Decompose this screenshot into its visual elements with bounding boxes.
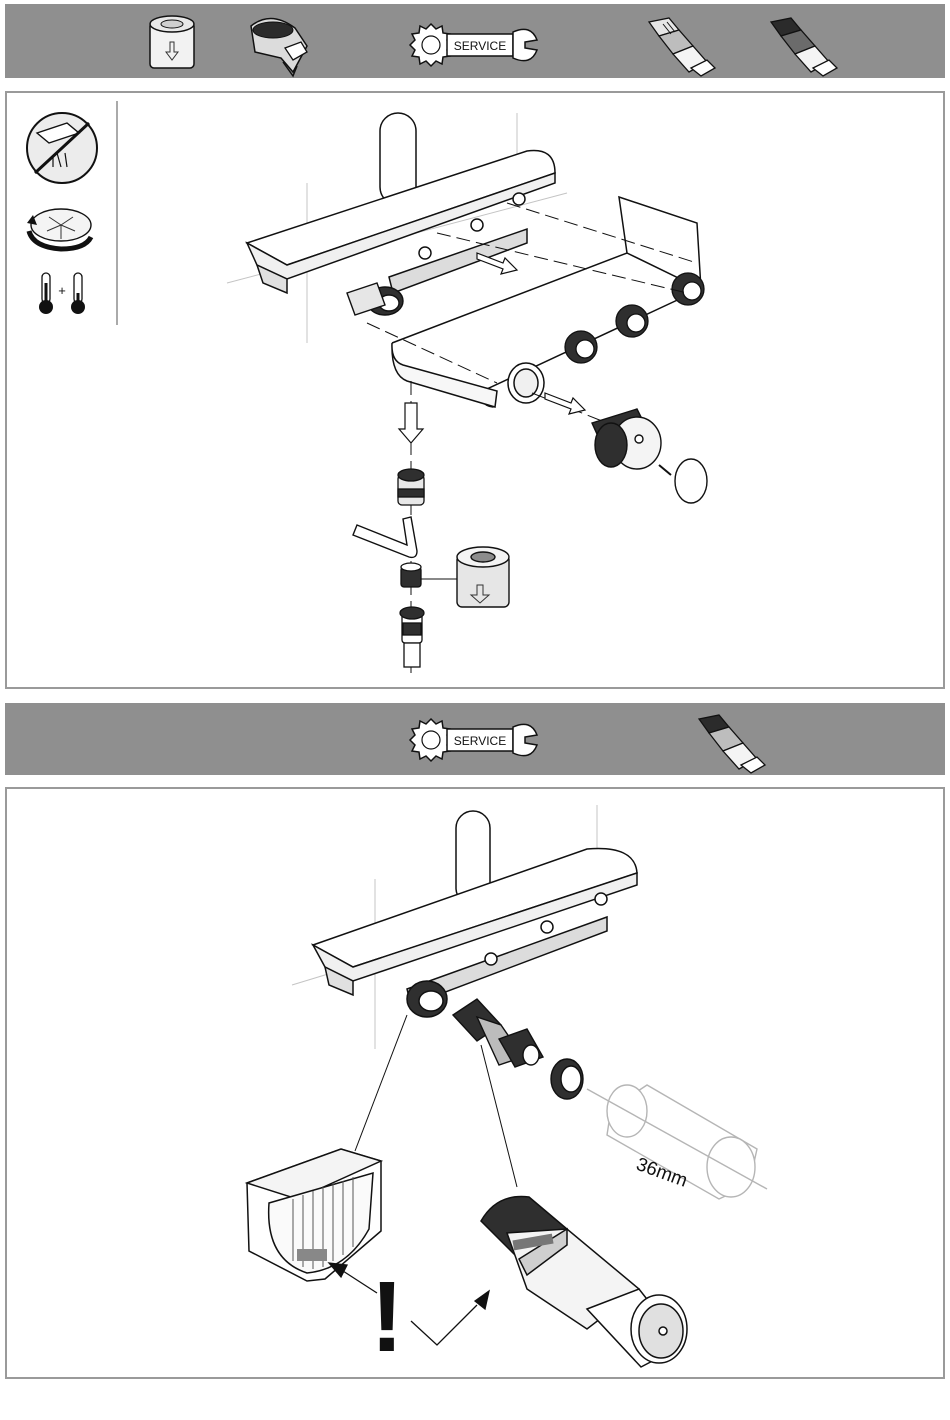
service-label: SERVICE (454, 734, 506, 748)
warning-mark: ! (370, 1261, 403, 1373)
cartridge-detail (481, 1197, 687, 1368)
shower-mixer-body (313, 811, 637, 1017)
no-water-flow-icon (27, 113, 97, 183)
strainer-icon (150, 16, 194, 68)
hex-key-tool (353, 517, 417, 557)
ring-nut (551, 1059, 583, 1099)
service-wrench-icon: SERVICE (410, 719, 537, 761)
rotate-fan-icon (27, 209, 91, 249)
thermostat-cartridge-icon (649, 18, 715, 76)
top-toolbar-band: SERVICE (5, 4, 945, 78)
check-valve-icon (251, 18, 307, 76)
removed-handle-assembly (592, 409, 707, 503)
cartridge-removal-panel: 36mm (5, 787, 945, 1379)
side-icon-column: + (27, 101, 117, 325)
service-label: SERVICE (454, 39, 506, 53)
warning-exclamation: ! (370, 1261, 403, 1373)
thermostat-cartridge-icon (699, 715, 765, 773)
front-cover-shell (392, 197, 701, 407)
hot-cold-thermometer-icon: + (39, 273, 85, 314)
disassembly-panel-one: + (5, 91, 945, 689)
check-valve-stack (398, 469, 424, 667)
thermostat-cartridge-dark-icon (771, 18, 837, 76)
service-wrench-icon: SERVICE (410, 24, 537, 66)
mid-toolbar-band: SERVICE (5, 703, 945, 775)
plus-sign: + (58, 283, 66, 298)
extracted-cartridge (453, 999, 543, 1067)
housing-thread-detail (247, 1149, 381, 1281)
strainer-detail (421, 547, 509, 607)
warning-pointer-arrows (329, 1263, 489, 1345)
